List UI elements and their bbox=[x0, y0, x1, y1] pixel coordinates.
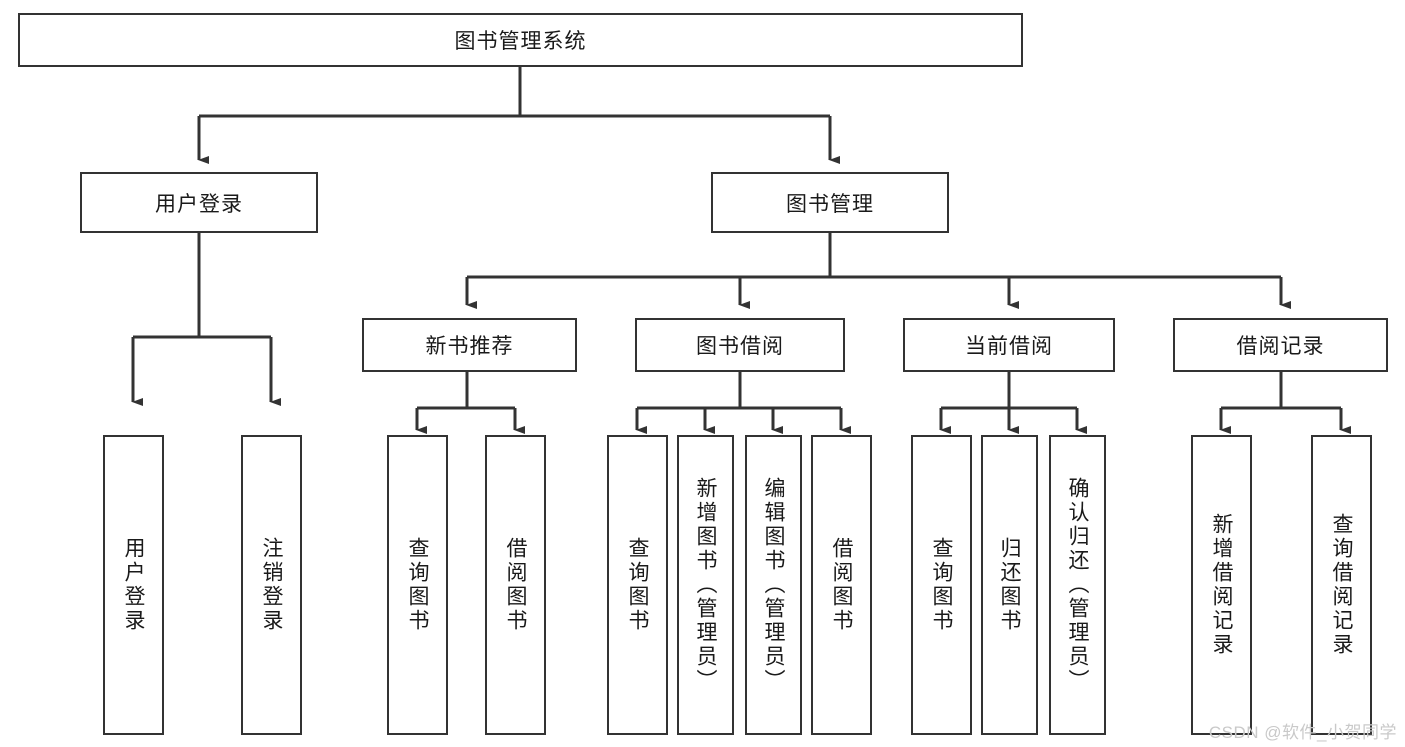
node-label: 用户登录 bbox=[155, 192, 243, 216]
node-label: 确认归还（管理员） bbox=[1066, 477, 1089, 693]
node-current-borrow[interactable]: 当前借阅 bbox=[903, 318, 1115, 372]
node-label: 借阅记录 bbox=[1236, 335, 1325, 358]
node-label: 查询借阅记录 bbox=[1330, 513, 1353, 657]
node-new-book-recommend[interactable]: 新书推荐 bbox=[362, 318, 577, 372]
node-label: 用户登录 bbox=[122, 537, 145, 633]
leaf-return-book[interactable]: 归还图书 bbox=[981, 435, 1038, 735]
node-label: 新增图书（管理员） bbox=[694, 477, 717, 693]
node-label: 编辑图书（管理员） bbox=[762, 477, 785, 693]
node-borrow-record[interactable]: 借阅记录 bbox=[1173, 318, 1388, 372]
node-label: 新增借阅记录 bbox=[1210, 513, 1233, 657]
leaf-search-book-current[interactable]: 查询图书 bbox=[911, 435, 972, 735]
leaf-borrow-book-new[interactable]: 借阅图书 bbox=[485, 435, 546, 735]
node-root-system[interactable]: 图书管理系统 bbox=[18, 13, 1023, 67]
leaf-borrow-book[interactable]: 借阅图书 bbox=[811, 435, 872, 735]
node-label: 图书借阅 bbox=[696, 335, 784, 358]
watermark-text: CSDN @软件_小贺同学 bbox=[1208, 723, 1397, 742]
node-label: 查询图书 bbox=[406, 537, 429, 633]
leaf-user-login[interactable]: 用户登录 bbox=[103, 435, 164, 735]
leaf-search-borrow-record[interactable]: 查询借阅记录 bbox=[1311, 435, 1372, 735]
node-label: 图书管理 bbox=[786, 192, 874, 216]
node-label: 注销登录 bbox=[260, 537, 283, 633]
node-label: 新书推荐 bbox=[425, 335, 514, 358]
node-label: 图书管理系统 bbox=[454, 30, 587, 53]
node-user-login[interactable]: 用户登录 bbox=[80, 172, 318, 233]
node-book-management[interactable]: 图书管理 bbox=[711, 172, 949, 233]
node-label: 归还图书 bbox=[998, 537, 1021, 633]
leaf-search-book-borrow[interactable]: 查询图书 bbox=[607, 435, 668, 735]
node-label: 借阅图书 bbox=[830, 537, 853, 633]
leaf-add-borrow-record[interactable]: 新增借阅记录 bbox=[1191, 435, 1252, 735]
node-label: 查询图书 bbox=[626, 537, 649, 633]
leaf-confirm-return-admin[interactable]: 确认归还（管理员） bbox=[1049, 435, 1106, 735]
node-label: 查询图书 bbox=[930, 537, 953, 633]
node-book-borrow[interactable]: 图书借阅 bbox=[635, 318, 845, 372]
leaf-user-logout[interactable]: 注销登录 bbox=[241, 435, 302, 735]
node-label: 借阅图书 bbox=[504, 537, 527, 633]
leaf-add-book-admin[interactable]: 新增图书（管理员） bbox=[677, 435, 734, 735]
leaf-edit-book-admin[interactable]: 编辑图书（管理员） bbox=[745, 435, 802, 735]
node-label: 当前借阅 bbox=[965, 335, 1053, 358]
leaf-search-book-new[interactable]: 查询图书 bbox=[387, 435, 448, 735]
